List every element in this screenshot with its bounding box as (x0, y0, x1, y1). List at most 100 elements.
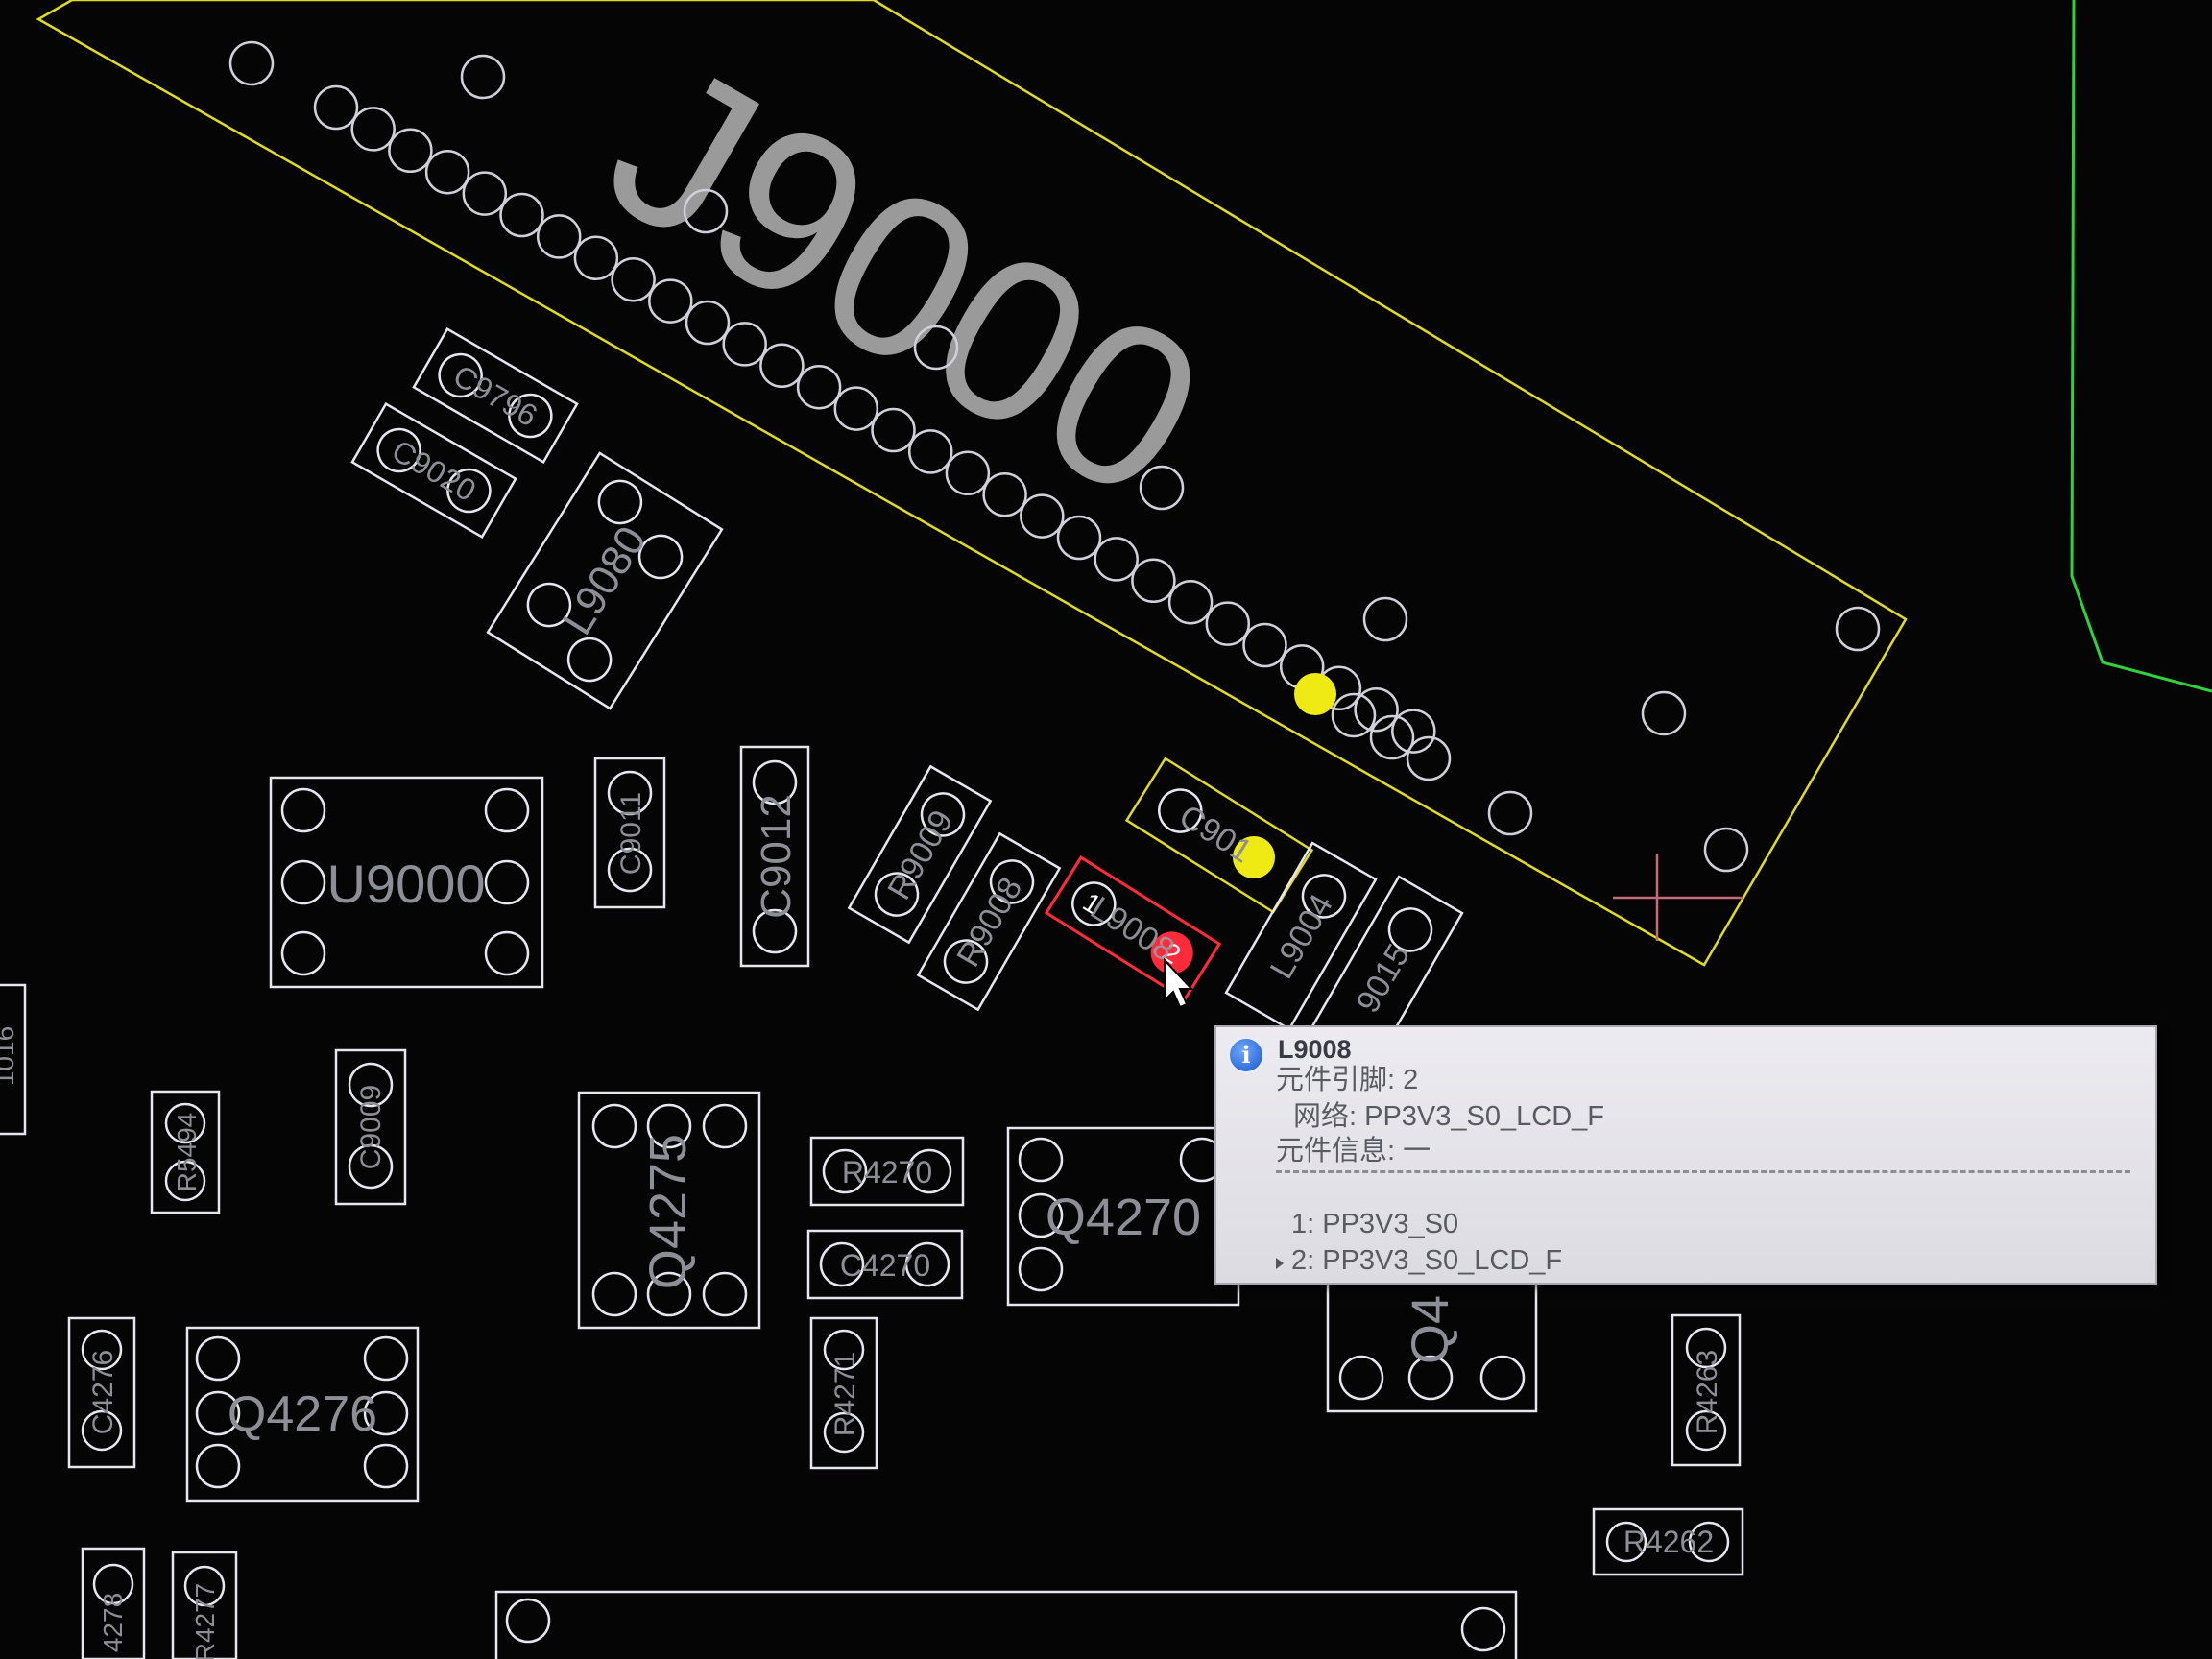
component-q4275-label: Q4275 (639, 1134, 697, 1289)
component-r9008-label: R9008 (950, 872, 1029, 974)
net-info-tooltip: i L9008 元件引脚: 2 网络: PP3V3_S0_LCD_F 元件信息:… (1214, 1025, 2157, 1285)
tooltip-pin-1[interactable]: 1: PP3V3_S0 (1291, 1209, 1459, 1239)
component-4278[interactable]: 4278 (81, 1547, 146, 1659)
connector-pin[interactable] (573, 235, 619, 281)
component-c9796[interactable]: C9796 (412, 326, 579, 465)
component-r9009-label: R9009 (880, 805, 960, 906)
component-1016-label: 1016 (0, 1026, 19, 1086)
component-q4-label: Q4 (1402, 1295, 1459, 1364)
connector-pin[interactable] (1094, 537, 1139, 582)
tooltip-pin-2[interactable]: 2: PP3V3_S0_LCD_F (1291, 1245, 1563, 1276)
connector-pin[interactable] (982, 471, 1027, 517)
tooltip-info-line: 元件信息: 一 (1276, 1136, 1431, 1166)
component-u9000-label: U9000 (326, 854, 485, 914)
component-c9009-label: C9009 (355, 1085, 387, 1169)
tooltip-net-line: 网络: PP3V3_S0_LCD_F (1293, 1101, 1604, 1132)
component-q4275[interactable]: Q4275 (577, 1091, 761, 1330)
connector-pin[interactable] (722, 322, 767, 367)
component-r4263[interactable]: R4263 (1671, 1313, 1742, 1467)
component-r4270-label: R4270 (842, 1155, 932, 1190)
info-icon: i (1228, 1037, 1264, 1073)
component-r9009[interactable]: R9009 (847, 764, 993, 945)
component-r4262[interactable]: R4262 (1592, 1507, 1744, 1576)
connector-pin[interactable] (833, 386, 879, 431)
connector-pin[interactable] (871, 407, 916, 453)
connector-j9000-outline[interactable] (36, 0, 1908, 967)
connector-pin[interactable] (1020, 493, 1065, 539)
component-l9080-label: L9080 (553, 518, 655, 643)
highlight-pad-c901[interactable] (1233, 836, 1275, 878)
connector-pin[interactable] (1167, 579, 1214, 625)
connector-pin[interactable] (1391, 709, 1436, 754)
component-l9080[interactable]: L9080 (486, 451, 724, 710)
component-q4270[interactable]: Q4270 (1006, 1126, 1240, 1307)
connector-pin[interactable] (499, 192, 544, 238)
tooltip-pin-line: 元件引脚: 2 (1276, 1065, 1419, 1095)
component-r4271-label: R4271 (830, 1352, 861, 1436)
tooltip-divider (1276, 1170, 2130, 1173)
component-l9008-selected[interactable]: 1 2 L9008 (1044, 855, 1222, 1001)
connector-pin[interactable] (685, 300, 731, 346)
mouse-cursor-icon (1164, 957, 1194, 1009)
component-r5494-label: R5494 (172, 1113, 202, 1192)
connector-pin[interactable] (1406, 735, 1452, 781)
component-r4277-label: R4277 (190, 1583, 220, 1659)
component-c9011-label: C9011 (615, 792, 647, 875)
component-c4270-label: C4270 (840, 1248, 930, 1283)
connector-pin[interactable] (907, 429, 953, 474)
selected-pin-arrow-icon (1276, 1258, 1284, 1269)
tooltip-title: L9008 (1278, 1035, 1352, 1064)
connector-pin[interactable] (536, 214, 582, 259)
component-r9008[interactable]: R9008 (916, 831, 1062, 1012)
connector-pin[interactable] (1354, 686, 1399, 733)
component-c9796-label: C9796 (447, 358, 543, 433)
connector-pin[interactable] (1242, 622, 1287, 668)
component-4278-label: 4278 (98, 1593, 128, 1652)
component-bottom-connector[interactable] (494, 1590, 1518, 1659)
component-c4276[interactable]: C4276 (67, 1316, 136, 1469)
component-c4270[interactable]: C4270 (806, 1229, 964, 1300)
connector-pin[interactable] (424, 149, 470, 195)
component-r5494[interactable]: R5494 (150, 1090, 221, 1214)
component-r4262-label: R4262 (1623, 1525, 1714, 1559)
board-edge-outline (2070, 0, 2212, 693)
connector-pin[interactable] (1331, 692, 1377, 738)
component-c4276-label: C4276 (87, 1350, 119, 1434)
origin-cross-marker (1613, 854, 1743, 941)
highlight-pad-connector[interactable] (1294, 673, 1336, 715)
connector-pin[interactable] (796, 364, 842, 410)
component-c9012[interactable]: C9012 (739, 745, 810, 968)
pad-l9008-pin-1[interactable] (1065, 875, 1123, 933)
component-r4277[interactable]: R4277 (171, 1551, 238, 1659)
connector-pin[interactable] (1056, 515, 1102, 561)
connector-pin[interactable] (945, 450, 991, 496)
component-q4276[interactable]: Q4276 (185, 1326, 420, 1503)
connector-mount-pads (228, 40, 1881, 873)
connector-pin[interactable] (313, 84, 359, 131)
connector-pin[interactable] (611, 256, 656, 302)
connector-pin[interactable] (350, 107, 396, 152)
connector-pin[interactable] (1205, 601, 1251, 646)
component-c9009[interactable]: C9009 (334, 1048, 407, 1206)
component-q4270-label: Q4270 (1046, 1189, 1201, 1246)
component-c9012-label: C9012 (753, 794, 800, 919)
pad-l9008-pin-2[interactable] (1142, 924, 1201, 982)
component-u9000[interactable]: U9000 (269, 776, 544, 989)
component-c9020[interactable]: C9020 (350, 401, 517, 540)
component-q4276-label: Q4276 (228, 1386, 377, 1442)
component-c901[interactable]: C901 (1124, 757, 1314, 914)
component-r4270[interactable]: R4270 (809, 1136, 965, 1207)
connector-pin[interactable] (462, 171, 508, 216)
component-c9011[interactable]: C9011 (593, 757, 666, 909)
connector-pin[interactable] (388, 128, 433, 174)
connector-pin[interactable] (648, 278, 693, 324)
component-r4271[interactable]: R4271 (809, 1316, 878, 1470)
component-1016[interactable]: 1016 (0, 983, 27, 1136)
component-c9020-label: C9020 (386, 433, 482, 508)
connector-pin[interactable] (1131, 558, 1176, 604)
connector-pin[interactable] (1369, 714, 1415, 760)
component-q4[interactable]: Q4 (1326, 1275, 1538, 1413)
component-l9008-label: L9008 (1084, 890, 1180, 969)
connector-pin[interactable] (759, 343, 805, 389)
